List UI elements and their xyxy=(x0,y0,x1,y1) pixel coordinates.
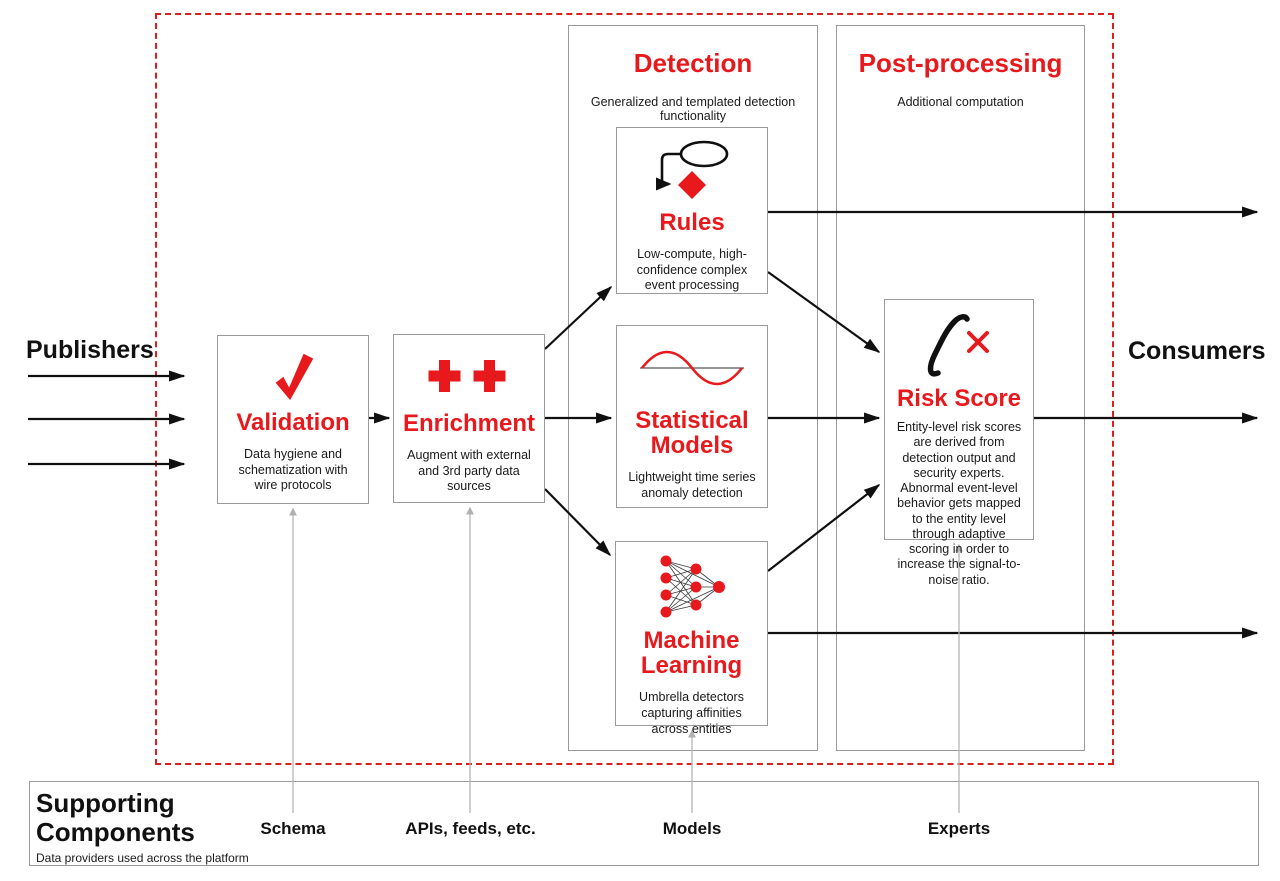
supporting-components-subtitle: Data providers used across the platform xyxy=(36,851,249,865)
rules-title: Rules xyxy=(659,209,725,236)
validation-description: Data hygiene and schematization with wir… xyxy=(238,447,348,493)
machine-learning-title: Machine Learning xyxy=(640,627,743,680)
enrichment-description: Augment with external and 3rd party data… xyxy=(407,448,531,494)
supporting-item-apis-feeds: APIs, feeds, etc. xyxy=(405,819,536,838)
statistical-models-node: Statistical Models Lightweight time seri… xyxy=(616,325,768,508)
neural-network-icon xyxy=(656,554,728,620)
supporting-item-models: Models xyxy=(662,819,722,838)
detection-section-title: Detection xyxy=(633,48,753,78)
rules-description: Low-compute, high-confidence complex eve… xyxy=(636,247,748,293)
supporting-components-title: Supporting Components xyxy=(36,788,195,848)
rules-node: Rules Low-compute, high-confidence compl… xyxy=(616,127,768,294)
statistical-models-title: Statistical Models xyxy=(635,407,749,460)
integral-x-icon xyxy=(916,312,1002,378)
risk-score-node: Risk Score Entity-level risk scores are … xyxy=(884,299,1034,587)
detection-section-subtitle: Generalized and templated detection func… xyxy=(590,95,796,123)
checkmark-icon xyxy=(264,348,322,402)
supporting-item-schema: Schema xyxy=(260,819,326,838)
validation-node: Validation Data hygiene and schematizati… xyxy=(217,335,369,504)
double-plus-icon xyxy=(421,355,517,397)
risk-score-description: Entity-level risk scores are derived fro… xyxy=(896,420,1022,587)
machine-learning-node: Machine Learning Umbrella detectors capt… xyxy=(615,541,768,736)
enrichment-node: Enrichment Augment with external and 3rd… xyxy=(393,334,545,503)
post-processing-section-title: Post-processing xyxy=(858,48,1063,78)
publishers-label: Publishers xyxy=(26,336,154,364)
platform-dashed-border xyxy=(155,13,1114,765)
machine-learning-description: Umbrella detectors capturing affinities … xyxy=(639,690,744,736)
supporting-item-experts: Experts xyxy=(927,819,991,838)
post-processing-section-subtitle: Additional computation xyxy=(897,95,1024,109)
sine-wave-icon xyxy=(636,344,748,392)
statistical-models-description: Lightweight time series anomaly detectio… xyxy=(628,470,756,500)
risk-score-title: Risk Score xyxy=(896,385,1022,412)
consumers-label: Consumers xyxy=(1128,337,1266,365)
validation-title: Validation xyxy=(236,409,350,436)
flowchart-ellipse-diamond-icon xyxy=(642,140,742,202)
enrichment-title: Enrichment xyxy=(402,410,536,437)
supporting-components-box xyxy=(29,781,1259,866)
